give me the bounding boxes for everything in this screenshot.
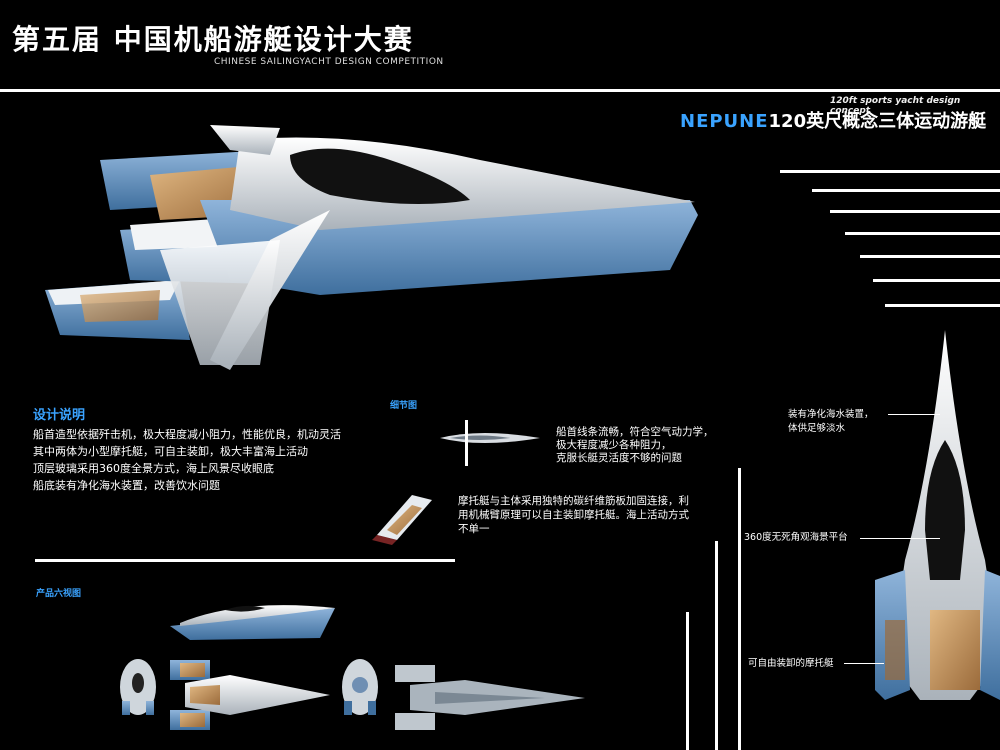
jetski-text-line: 摩托艇与主体采用独特的碳纤维筋板加固连接，利 bbox=[458, 495, 689, 507]
six-views-heading: 产品六视图 bbox=[36, 589, 82, 599]
speed-line-6 bbox=[873, 279, 1000, 282]
bottom-view bbox=[395, 665, 585, 730]
callout-jetski-leader bbox=[844, 663, 884, 664]
vertical-line-2 bbox=[715, 541, 718, 750]
callout-purify-line: 体供足够淡水 bbox=[788, 423, 846, 434]
callout-deck-leader bbox=[860, 538, 940, 539]
bow-detail-image bbox=[440, 433, 540, 443]
jetski-text-line: 不单一 bbox=[458, 523, 490, 535]
callout-purify-leader bbox=[888, 414, 940, 415]
jetski-detail-image bbox=[372, 495, 432, 545]
bow-text-line: 船首线条流畅，符合空气动力学， bbox=[556, 426, 714, 438]
header-divider bbox=[0, 89, 1000, 92]
competition-title: 第五届 中国机船游艇设计大赛 bbox=[12, 23, 414, 56]
detail-heading: 细节图 bbox=[390, 401, 418, 411]
side-view bbox=[170, 605, 335, 640]
bow-text-line: 克服长艇灵活度不够的问题 bbox=[556, 452, 682, 464]
competition-subtitle: CHINESE SAILINGYACHT DESIGN COMPETITION bbox=[214, 57, 444, 67]
callout-purify: 装有净化海水装置， 体供足够淡水 bbox=[788, 408, 908, 436]
rear-view bbox=[342, 659, 378, 715]
design-note-line: 顶层玻璃采用360度全景方式，海上风景尽收眼底 bbox=[33, 462, 274, 475]
speed-line-5 bbox=[860, 255, 1000, 258]
callout-deck: 360度无死角观海景平台 bbox=[744, 532, 848, 543]
hero-yacht-render bbox=[45, 125, 698, 370]
bow-text-line: 极大程度减少各种阻力， bbox=[556, 439, 672, 451]
speed-line-4 bbox=[845, 232, 1000, 235]
callout-jetski: 可自由装卸的摩托艇 bbox=[748, 658, 834, 669]
design-note-line: 船底装有净化海水装置，改善饮水问题 bbox=[33, 479, 220, 492]
design-notes-heading: 设计说明 bbox=[33, 408, 86, 423]
design-note-line: 其中两体为小型摩托艇，可自主装卸，极大丰富海上活动 bbox=[33, 445, 308, 458]
section-divider bbox=[35, 559, 455, 562]
design-notes-body: 船首造型依据歼击机，极大程度减小阻力，性能优良，机动灵活 其中两体为小型摩托艇，… bbox=[33, 426, 393, 494]
jetski-detail-text: 摩托艇与主体采用独特的碳纤维筋板加固连接，利 用机械臂原理可以自主装卸摩托艇。海… bbox=[458, 494, 738, 536]
vertical-line-3 bbox=[738, 468, 741, 750]
speed-line-3 bbox=[830, 210, 1000, 213]
speed-line-2 bbox=[812, 189, 1000, 192]
concept-subtitle: 120ft sports yacht design concept bbox=[830, 96, 961, 116]
jetski-text-line: 用机械臂原理可以自主装卸摩托艇。海上活动方式 bbox=[458, 509, 689, 521]
plan-view-render bbox=[875, 330, 1000, 700]
bow-detail-divider bbox=[465, 420, 468, 466]
bow-detail-text: 船首线条流畅，符合空气动力学， 极大程度减少各种阻力， 克服长艇灵活度不够的问题 bbox=[556, 426, 756, 465]
vertical-line-1 bbox=[686, 612, 689, 750]
top-view bbox=[170, 660, 330, 730]
concept-title-cn: 120英尺概念三体运动游艇 bbox=[768, 111, 987, 132]
speed-line-1 bbox=[780, 170, 1000, 173]
concept-title: NEPUNE120英尺概念三体运动游艇 bbox=[680, 107, 986, 133]
speed-line-7 bbox=[885, 304, 1000, 307]
design-note-line: 船首造型依据歼击机，极大程度减小阻力，性能优良，机动灵活 bbox=[33, 428, 341, 441]
callout-purify-line: 装有净化海水装置， bbox=[788, 409, 874, 420]
concept-name: NEPUNE bbox=[680, 111, 769, 132]
front-view bbox=[120, 659, 156, 715]
